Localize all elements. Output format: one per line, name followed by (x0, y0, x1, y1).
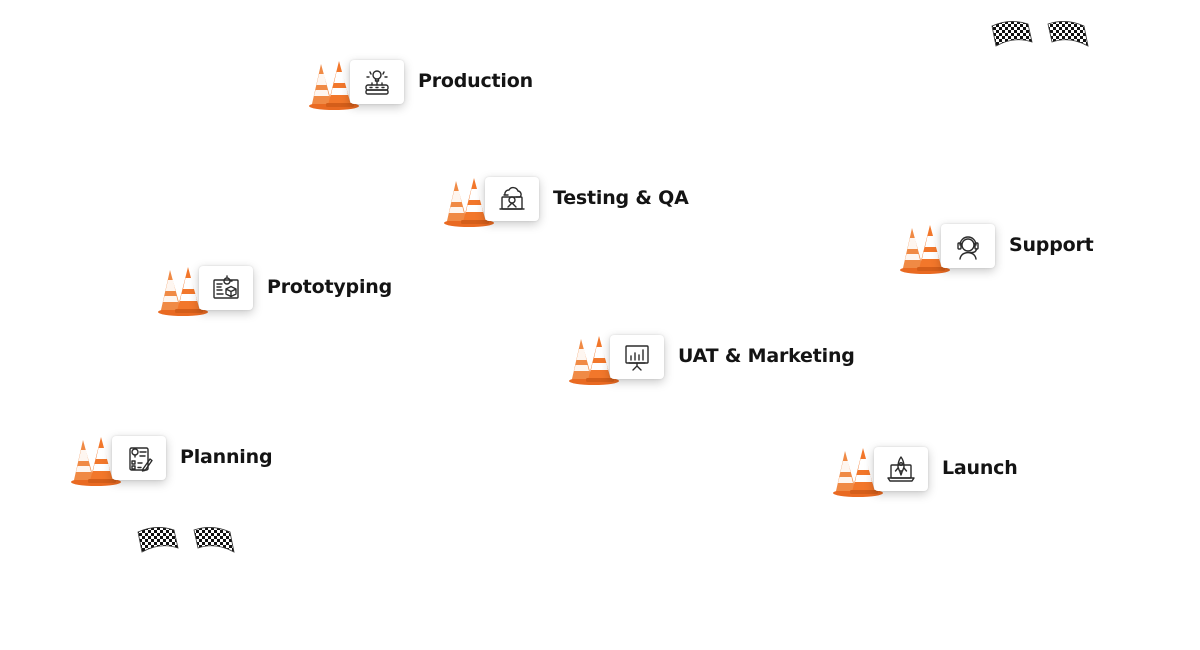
milestone-label: Planning (180, 446, 273, 468)
milestone-label: Prototyping (267, 276, 392, 298)
checkered-flags-icon (136, 524, 236, 564)
prototyping-icon (199, 266, 253, 310)
milestone-label: UAT & Marketing (678, 345, 855, 367)
milestone-label: Support (1009, 234, 1094, 256)
production-icon (350, 60, 404, 104)
milestone-label: Launch (942, 457, 1018, 479)
uat-marketing-icon (610, 335, 664, 379)
support-icon (941, 224, 995, 268)
testing-qa-icon (485, 177, 539, 221)
checkered-flags-icon (990, 18, 1090, 58)
milestone-label: Testing & QA (553, 187, 689, 209)
launch-icon (874, 447, 928, 491)
planning-icon (112, 436, 166, 480)
milestone-label: Production (418, 70, 533, 92)
